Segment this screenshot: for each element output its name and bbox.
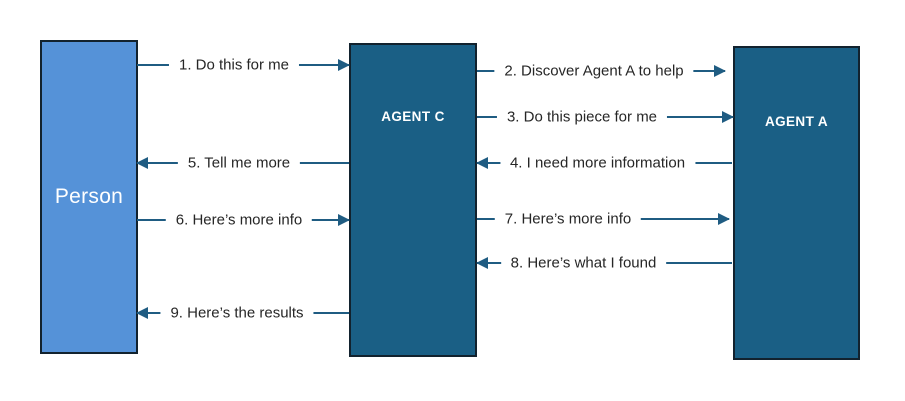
message-label-3: 3. Do this piece for me [496, 106, 668, 128]
agent-c-box: AGENT C [349, 43, 477, 357]
person-label: Person [54, 185, 124, 208]
message-label-6: 6. Here’s more info [165, 209, 313, 231]
arrowhead-right-icon [718, 213, 730, 225]
arrowhead-right-icon [714, 65, 726, 77]
person-box: Person [40, 40, 138, 354]
message-label-2: 2. Discover Agent A to help [494, 60, 694, 82]
agent-a-label: AGENT A [764, 114, 829, 129]
arrowhead-right-icon [722, 111, 734, 123]
arrowhead-left-icon [136, 307, 148, 319]
arrowhead-right-icon [338, 59, 350, 71]
message-label-9: 9. Here’s the results [160, 302, 314, 324]
message-label-4: 4. I need more information [499, 152, 696, 174]
arrowhead-right-icon [338, 214, 350, 226]
message-label-1: 1. Do this for me [168, 54, 300, 76]
arrowhead-left-icon [136, 157, 148, 169]
agent-c-label: AGENT C [381, 109, 445, 124]
arrowhead-left-icon [476, 257, 488, 269]
message-label-7: 7. Here’s more info [494, 208, 642, 230]
agent-a-box: AGENT A [733, 46, 860, 360]
arrowhead-left-icon [476, 157, 488, 169]
message-label-8: 8. Here’s what I found [500, 252, 667, 274]
message-label-5: 5. Tell me more [177, 152, 301, 174]
